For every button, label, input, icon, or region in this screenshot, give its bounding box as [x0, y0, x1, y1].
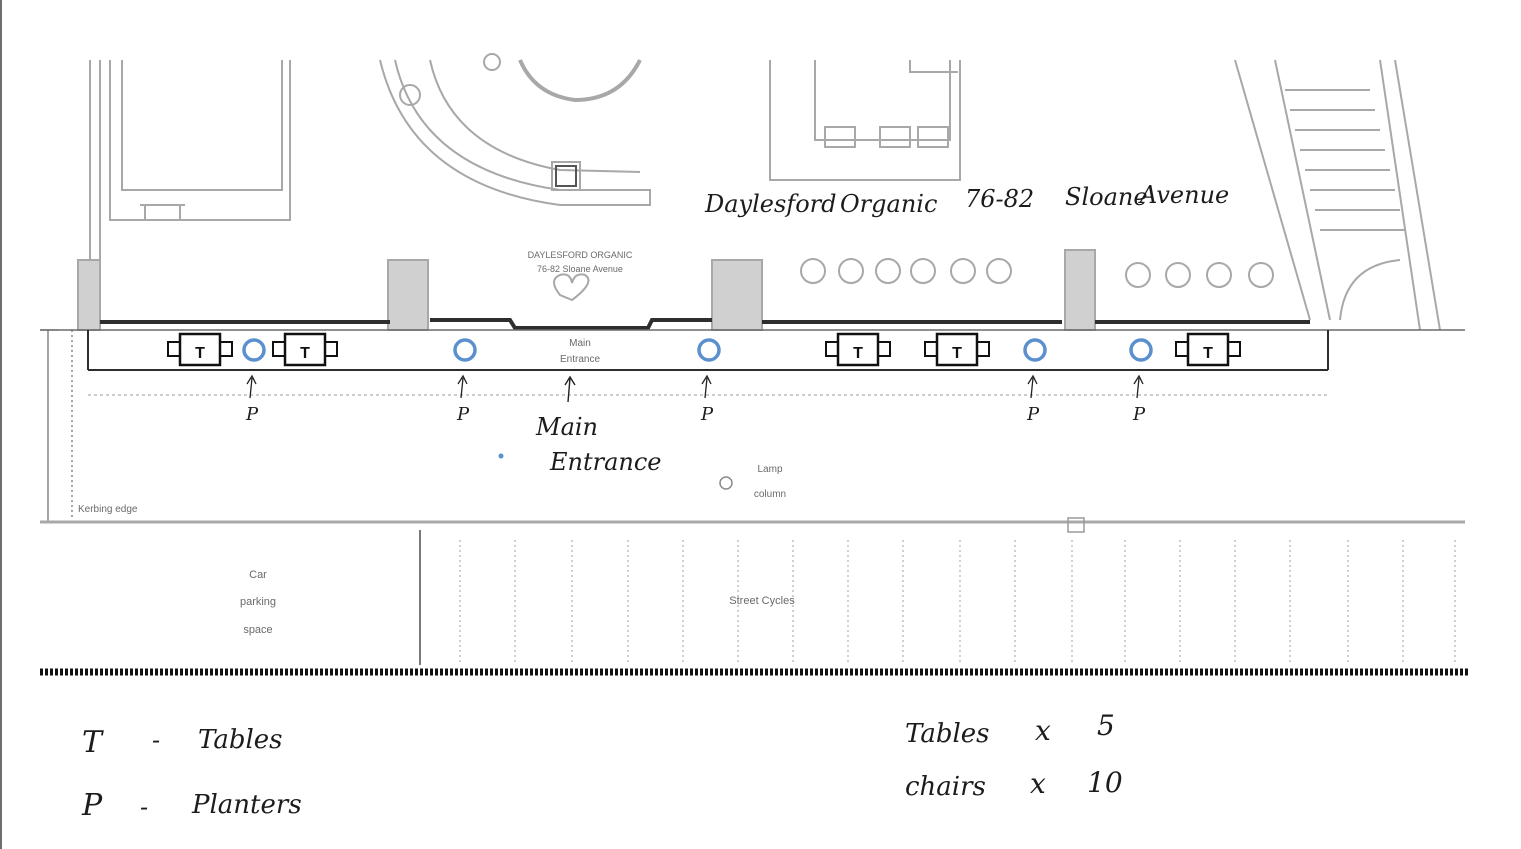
- planter-arrow: [457, 374, 468, 399]
- table-1: T: [167, 332, 233, 367]
- chair-right: [976, 341, 990, 357]
- chair-left: [825, 341, 839, 357]
- planter-arrow: [1027, 374, 1038, 399]
- main-entrance-print-line1: Main: [569, 338, 591, 349]
- planter-circle: [697, 338, 721, 362]
- planter-4: P: [1023, 338, 1047, 425]
- car-label-line1: Car: [249, 569, 267, 581]
- shop-label-line2: 76-82 Sloane Avenue: [537, 264, 623, 274]
- planter-letter: P: [1026, 404, 1040, 425]
- dimension-lines: [40, 329, 73, 523]
- planter-1: P: [242, 338, 266, 425]
- legend: T - Tables P - Planters: [81, 725, 302, 823]
- table-letter: T: [853, 345, 863, 362]
- chair-left: [167, 341, 181, 357]
- planter-3: P: [697, 338, 721, 425]
- legend-t-text: Tables: [198, 725, 283, 755]
- heading-avenue: Avenue: [1138, 181, 1229, 209]
- table-5: T: [1175, 332, 1241, 367]
- bike-stands: [459, 540, 1456, 665]
- kerb-and-parking: [40, 453, 1468, 676]
- chair-left: [272, 341, 286, 357]
- planter-circle: [242, 338, 266, 362]
- legend-t-dash: -: [152, 726, 160, 754]
- planter-circle: [1129, 338, 1153, 362]
- table-4: T: [924, 332, 990, 367]
- planter-arrow: [701, 374, 712, 399]
- main-entrance-hand-line2: Entrance: [549, 448, 662, 476]
- heading-street: Sloane: [1065, 183, 1148, 211]
- handwritten-heading: Daylesford Organic 76-82 Sloane Avenue: [704, 181, 1229, 218]
- car-label-line3: space: [243, 624, 272, 636]
- kerb-label: Kerbing edge: [78, 504, 138, 515]
- main-entrance-annotation: Main Entrance: [535, 375, 662, 476]
- legend-p-dash: -: [140, 793, 148, 821]
- facade-wall: [40, 318, 1465, 396]
- totals-chairs-value: 10: [1087, 766, 1123, 799]
- planter-arrow: [246, 374, 257, 399]
- heading-number: 76-82: [965, 185, 1034, 213]
- main-entrance-hand-line1: Main: [535, 413, 598, 441]
- chair-right: [324, 341, 338, 357]
- planter-5: P: [1129, 338, 1153, 425]
- totals-tables-value: 5: [1097, 709, 1115, 742]
- chair-left: [1175, 341, 1189, 357]
- totals-chairs-x: x: [1030, 767, 1046, 800]
- planter-letter: P: [1132, 404, 1146, 425]
- table-letter: T: [195, 345, 205, 362]
- chair-right: [877, 341, 891, 357]
- chair-left: [924, 341, 938, 357]
- heading-organic: Organic: [840, 190, 937, 218]
- planter-circle: [1023, 338, 1047, 362]
- page-edge: [0, 0, 2, 849]
- table-3: T: [825, 332, 891, 367]
- main-entrance-print-line2: Entrance: [560, 354, 600, 365]
- car-label-line2: parking: [240, 596, 276, 608]
- chair-right: [219, 341, 233, 357]
- table-letter: T: [300, 345, 310, 362]
- shop-label-line1: DAYLESFORD ORGANIC: [528, 250, 633, 260]
- planter-2: P: [453, 338, 477, 425]
- bike-label: Street Cycles: [729, 595, 795, 607]
- legend-p-text: Planters: [191, 790, 302, 820]
- planter-arrow: [1133, 374, 1144, 399]
- planter-letter: P: [700, 404, 714, 425]
- lamp-label-line1: Lamp: [757, 464, 782, 475]
- lamp-label-line2: column: [754, 489, 786, 500]
- legend-t-key: T: [82, 725, 104, 760]
- totals: Tables x 5 chairs x 10: [905, 709, 1123, 802]
- heading-name: Daylesford: [704, 190, 836, 218]
- totals-tables-label: Tables: [905, 719, 990, 749]
- totals-chairs-label: chairs: [905, 772, 986, 802]
- legend-p-key: P: [81, 788, 103, 823]
- totals-tables-x: x: [1035, 714, 1051, 747]
- table-letter: T: [952, 345, 962, 362]
- chair-right: [1227, 341, 1241, 357]
- planter-circle: [453, 338, 477, 362]
- planter-letter: P: [245, 404, 259, 425]
- table-letter: T: [1203, 345, 1213, 362]
- planter-letter: P: [456, 404, 470, 425]
- table-2: T: [272, 332, 338, 367]
